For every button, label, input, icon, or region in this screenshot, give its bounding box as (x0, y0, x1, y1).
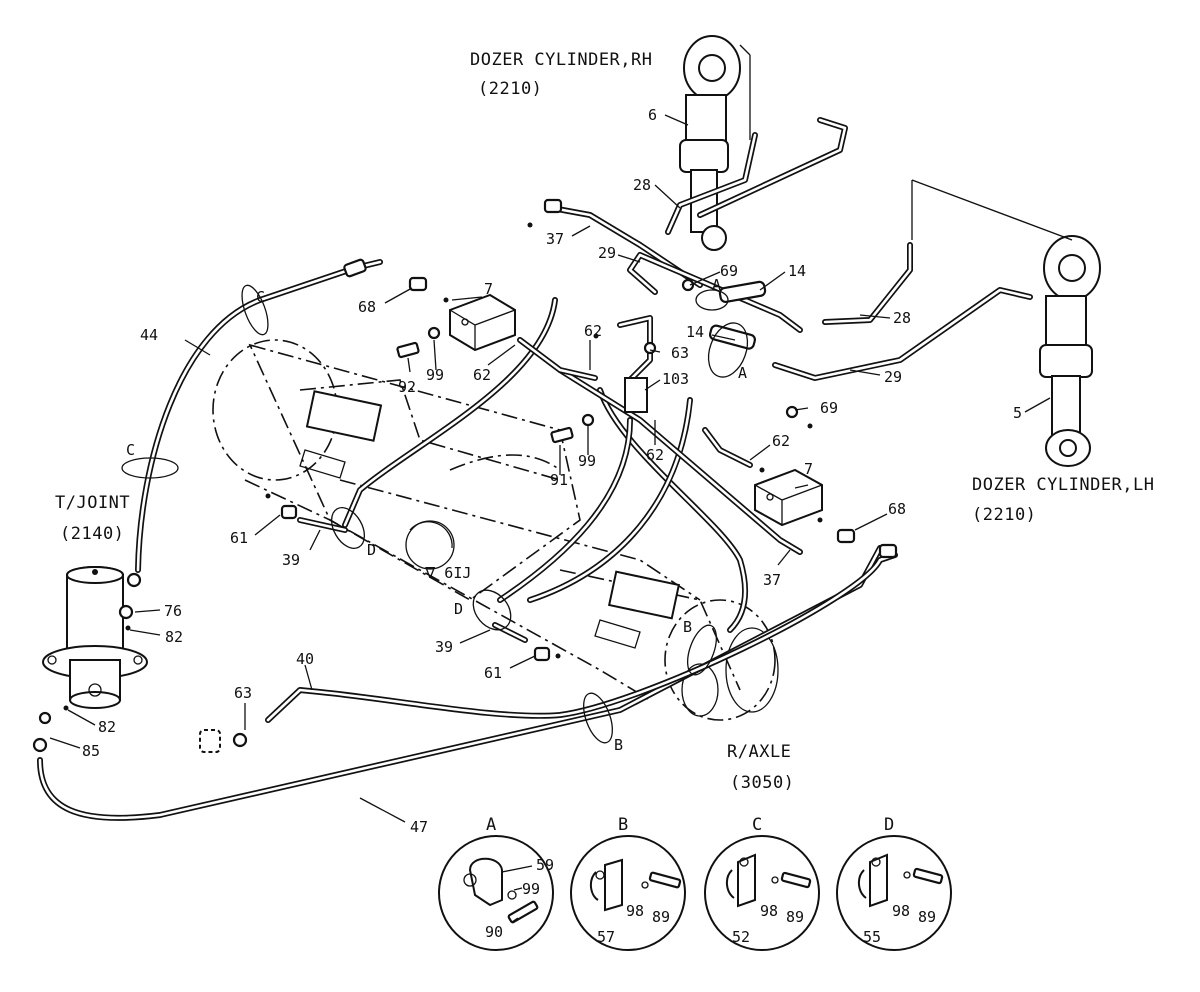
callout-39: 39 (435, 638, 453, 656)
callout-68: 68 (358, 298, 376, 316)
rear-axle-housing: ᐁ 6IJ (212, 339, 779, 721)
dozer-cylinder-rh-label: DOZER CYLINDER,RH (470, 50, 653, 70)
detail-a: A 59 99 90 (438, 815, 554, 951)
section-letters: A A B B C C D D (126, 276, 747, 754)
dozer-cylinder-lh (911, 179, 1101, 467)
callout-62: 62 (584, 322, 602, 340)
callout-82: 82 (98, 718, 116, 736)
detail-d: D 55 98 89 (836, 815, 952, 951)
callout-62: 62 (473, 366, 491, 384)
leader-lines (49, 114, 1051, 823)
callout-37: 37 (546, 230, 564, 248)
detail-a-label-99: 99 (522, 880, 540, 898)
callout-92: 92 (398, 378, 416, 396)
detail-d-label-98: 98 (892, 902, 910, 920)
dozer-cylinder-rh (679, 35, 751, 251)
section-mark-b: B (614, 736, 623, 754)
detail-d-label-55: 55 (863, 928, 881, 946)
detail-a-label-59: 59 (536, 856, 554, 874)
detail-b-label-57: 57 (597, 928, 615, 946)
callout-28: 28 (633, 176, 651, 194)
t-joint (42, 566, 148, 709)
callout-37: 37 (763, 571, 781, 589)
callout-28: 28 (893, 309, 911, 327)
callout-5: 5 (1013, 404, 1022, 422)
detail-c: C 52 98 89 (704, 815, 820, 951)
callout-62: 62 (646, 446, 664, 464)
dozer-cylinder-lh-label: DOZER CYLINDER,LH (972, 475, 1155, 495)
callout-99: 99 (426, 366, 444, 384)
callout-63: 63 (671, 344, 689, 362)
detail-c-label-89: 89 (786, 908, 804, 926)
r-axle-ref: (3050) (730, 773, 794, 793)
detail-c-label-52: 52 (732, 928, 750, 946)
callout-103: 103 (662, 370, 689, 388)
r-axle-label: R/AXLE (727, 742, 791, 762)
detail-b-label-89: 89 (652, 908, 670, 926)
detail-d-label-89: 89 (918, 908, 936, 926)
callout-85: 85 (82, 742, 100, 760)
callout-numbers: 6 5 28 28 37 37 29 29 69 69 14 14 68 68 … (82, 106, 1022, 836)
callout-61: 61 (484, 664, 502, 682)
section-mark-a: A (738, 364, 747, 382)
callout-40: 40 (296, 650, 314, 668)
callout-82: 82 (165, 628, 183, 646)
hose-lines (37, 117, 1033, 821)
dozer-cylinder-lh-ref: (2210) (972, 505, 1036, 525)
section-mark-d: D (454, 600, 463, 618)
callout-47: 47 (410, 818, 428, 836)
callout-63: 63 (234, 684, 252, 702)
t-joint-label: T/JOINT (55, 493, 130, 513)
callout-99: 99 (578, 452, 596, 470)
section-mark-a: A (712, 276, 721, 294)
callout-7: 7 (804, 460, 813, 478)
callout-69: 69 (720, 262, 738, 280)
fittings (32, 198, 898, 753)
detail-letter: C (752, 815, 763, 835)
callout-44: 44 (140, 326, 158, 344)
section-mark-b: B (683, 618, 692, 636)
detail-b: B 57 98 89 (570, 815, 686, 951)
callout-7: 7 (484, 280, 493, 298)
section-mark-c: C (256, 288, 265, 306)
callout-76: 76 (164, 602, 182, 620)
callout-29: 29 (884, 368, 902, 386)
t-joint-ref: (2140) (60, 524, 124, 544)
dozer-cylinder-rh-ref: (2210) (478, 79, 542, 99)
axle-stamp: ᐁ 6IJ (425, 564, 471, 582)
callout-29: 29 (598, 244, 616, 262)
section-mark-d: D (367, 541, 376, 559)
section-mark-c: C (126, 441, 135, 459)
callout-6: 6 (648, 106, 657, 124)
callout-62: 62 (772, 432, 790, 450)
callout-14: 14 (788, 262, 806, 280)
detail-b-label-98: 98 (626, 902, 644, 920)
clamp-rings (121, 284, 749, 744)
detail-letter: D (884, 815, 895, 835)
detail-c-label-98: 98 (760, 902, 778, 920)
detail-letter: A (486, 815, 497, 835)
callout-69: 69 (820, 399, 838, 417)
callout-14: 14 (686, 323, 704, 341)
detail-letter: B (618, 815, 629, 835)
callout-91: 91 (550, 471, 568, 489)
callout-68: 68 (888, 500, 906, 518)
callout-39: 39 (282, 551, 300, 569)
callout-61: 61 (230, 529, 248, 547)
detail-a-label-90: 90 (485, 923, 503, 941)
